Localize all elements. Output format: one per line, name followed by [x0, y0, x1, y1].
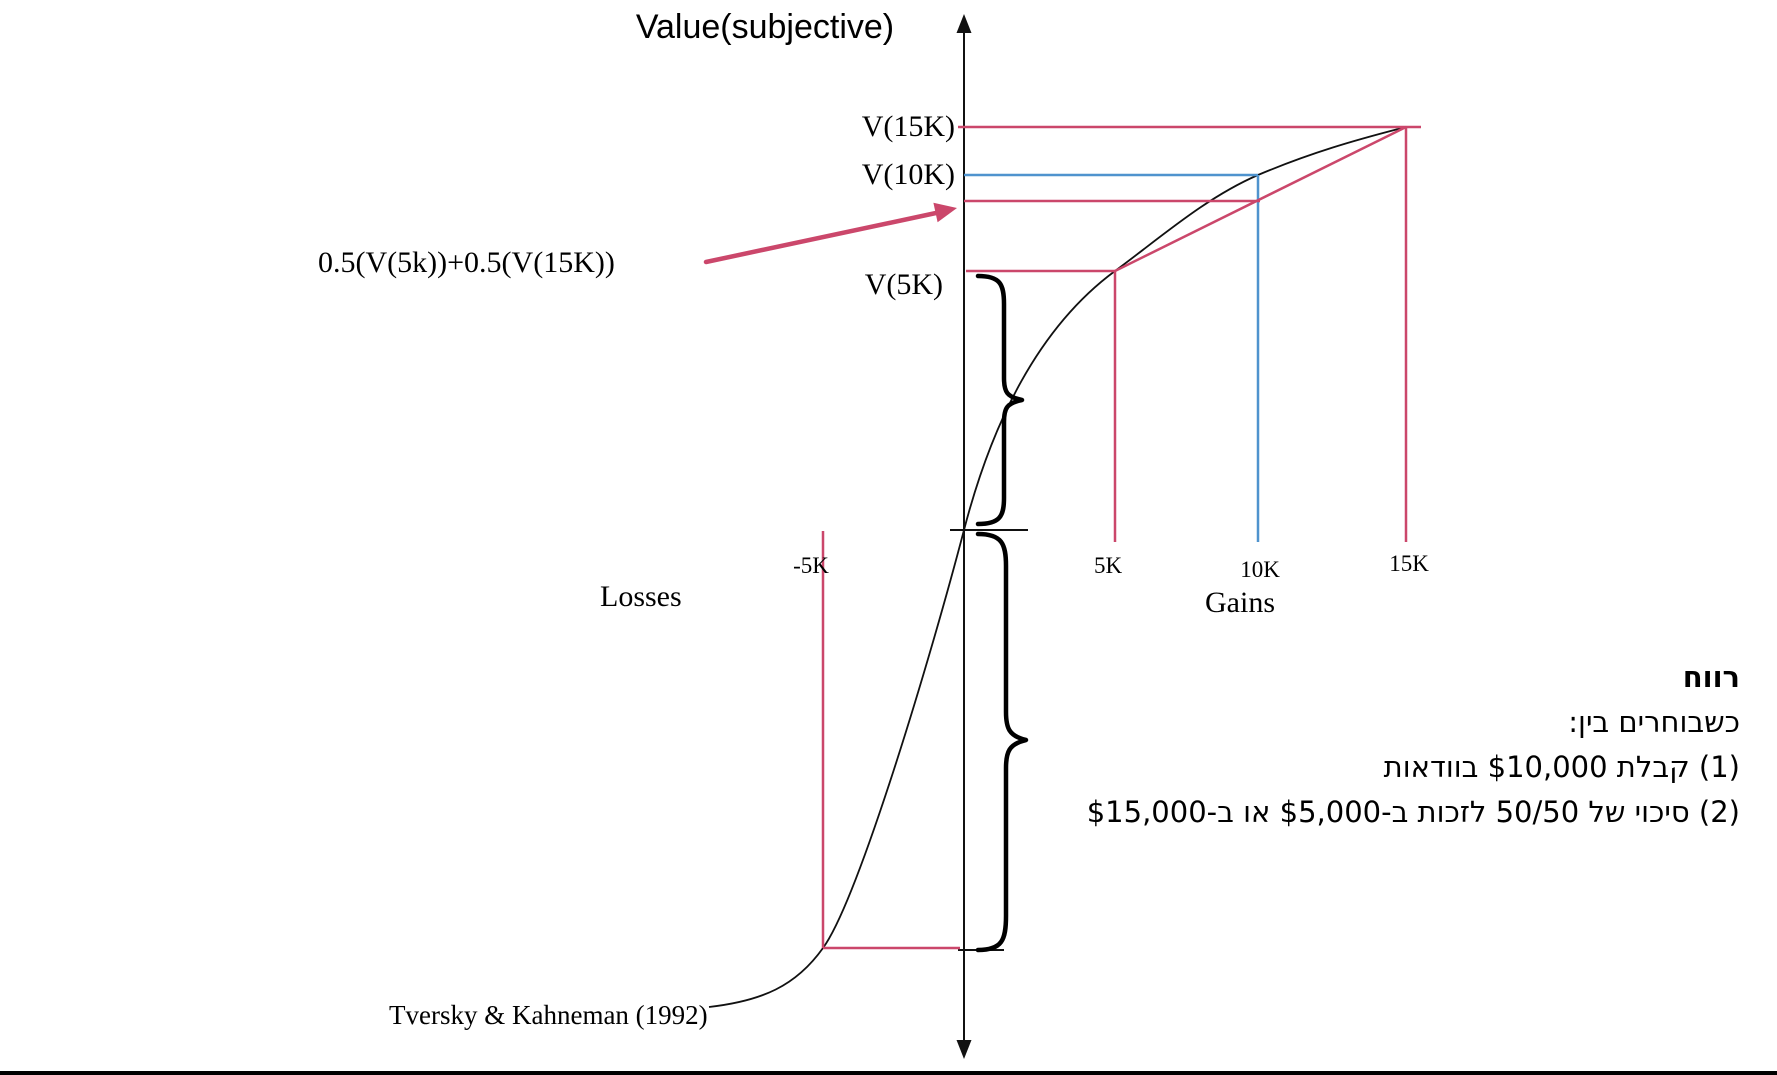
expected-value-label: 0.5(V(5k))+0.5(V(15K))	[318, 246, 615, 279]
v5k-label: V(5K)	[864, 268, 943, 301]
hebrew-line-3: (2) סיכוי של 50/50 לזכות ב-$5,000 או ב-$…	[1086, 795, 1740, 829]
hebrew-line-1: כשבוחרים בין:	[1568, 705, 1740, 739]
v10k-label: V(10K)	[861, 158, 955, 191]
hebrew-annotation: רווח כשבוחרים בין: (1) קבלת $10,000 בווד…	[1087, 655, 1740, 835]
gains-axis-label: Gains	[1205, 586, 1275, 619]
losses-value-brace	[975, 531, 1029, 953]
losses-axis-label: Losses	[600, 580, 682, 613]
v15k-label: V(15K)	[861, 110, 955, 143]
y-axis-arrowhead-bottom	[956, 1040, 972, 1059]
citation: Tversky & Kahneman (1992)	[389, 1000, 708, 1030]
gains-value-brace	[975, 273, 1025, 527]
chart-title: Value(subjective)	[635, 8, 895, 46]
hebrew-line-2: (1) קבלת $10,000 בוודאות	[1383, 750, 1740, 784]
tick-neg5k: -5K	[793, 553, 829, 578]
hebrew-heading: רווח	[1682, 660, 1740, 694]
tick-15k: 15K	[1389, 551, 1429, 576]
mix-annotation-arrow-head-icon	[933, 202, 957, 223]
tick-5k: 5K	[1093, 553, 1123, 578]
tick-10k: 10K	[1240, 557, 1280, 582]
mix-annotation-arrow-shaft	[703, 210, 939, 265]
gamble-chord-line	[1114, 125, 1407, 273]
y-axis-arrowhead-top	[956, 14, 972, 33]
